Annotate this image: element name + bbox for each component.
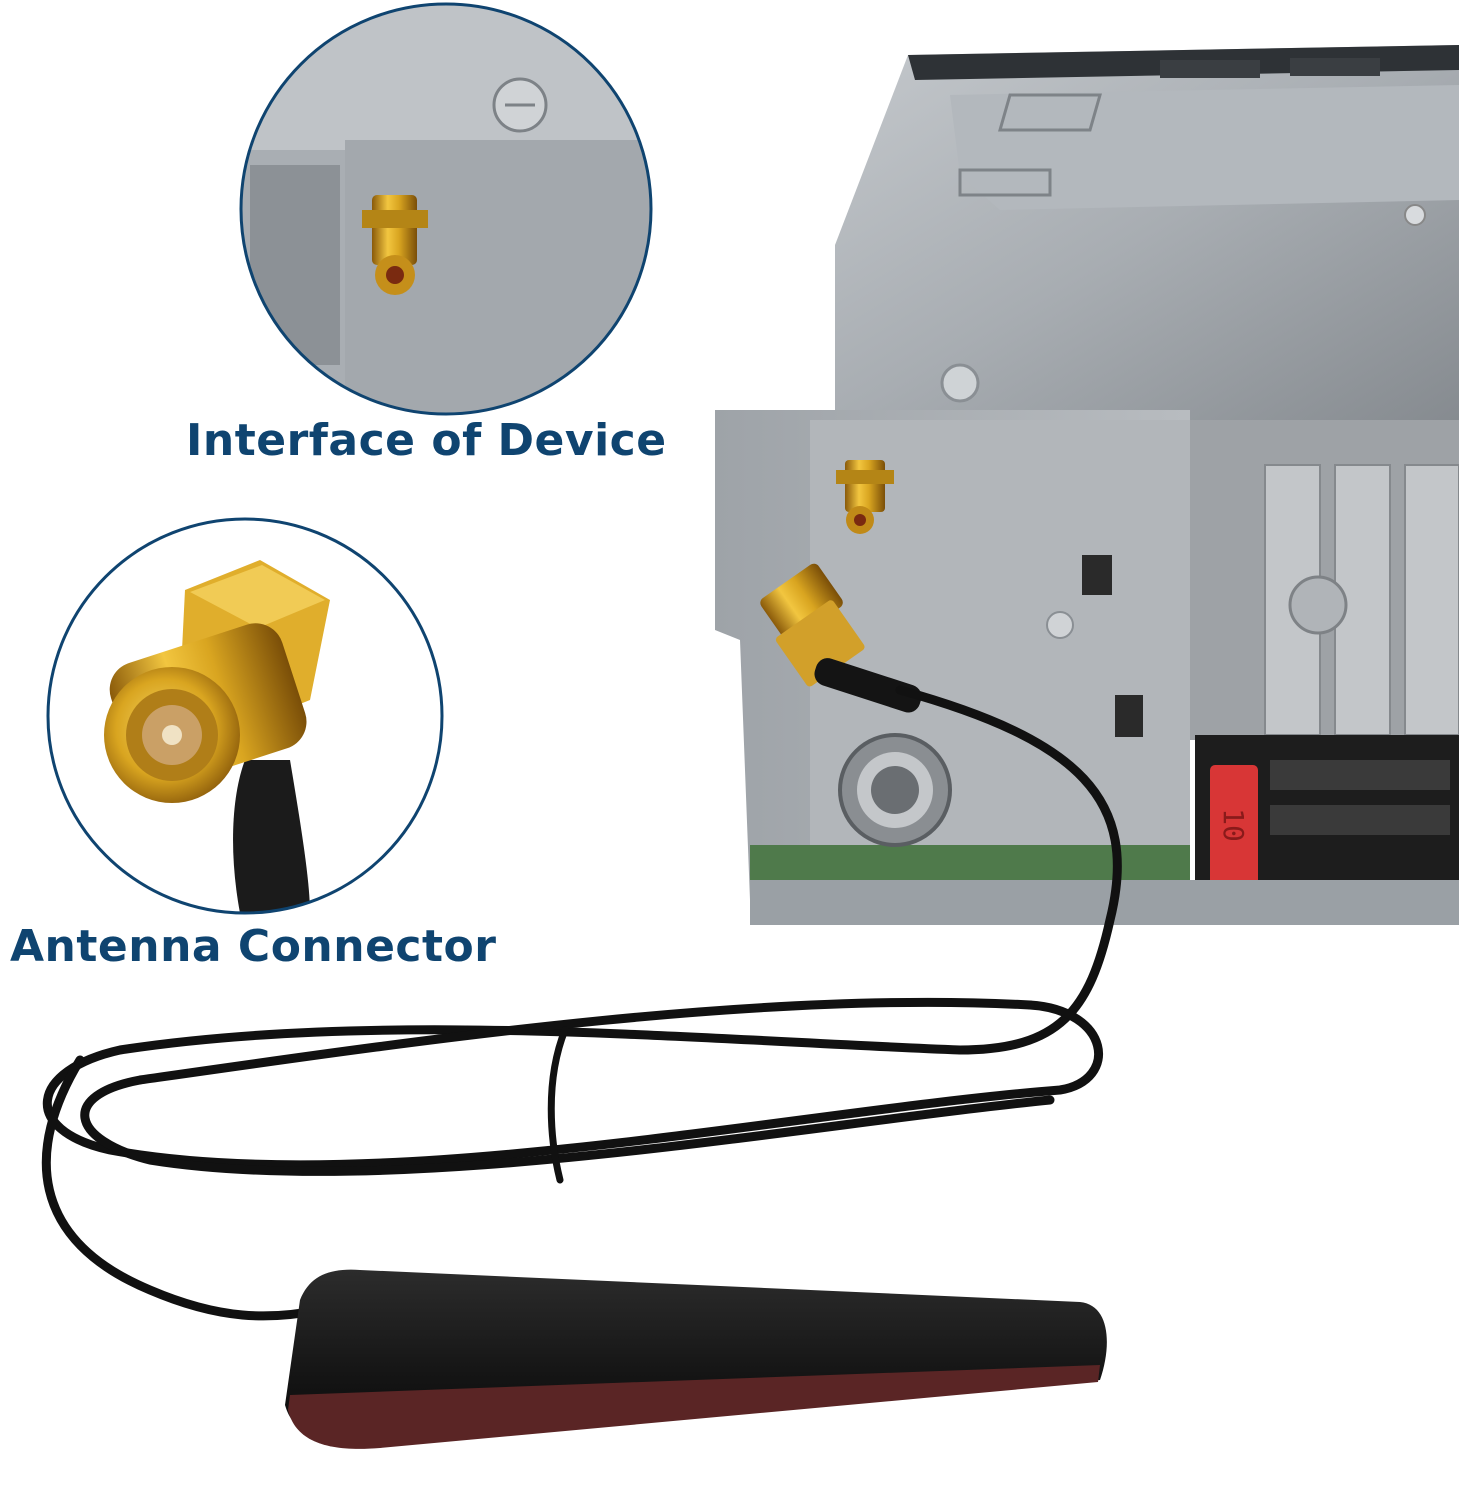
car-radio-unit: 10 — [715, 45, 1459, 925]
zoom-circle-antenna-connector — [46, 517, 444, 915]
antenna-pad — [285, 1269, 1107, 1449]
interface-of-device-label: Interface of Device — [186, 415, 667, 466]
antenna-cable — [41, 685, 1122, 1321]
antenna-connector-label: Antenna Connector — [10, 921, 497, 972]
fuse-label: 10 — [1217, 808, 1250, 842]
zoom-circle-device-interface — [239, 2, 653, 416]
